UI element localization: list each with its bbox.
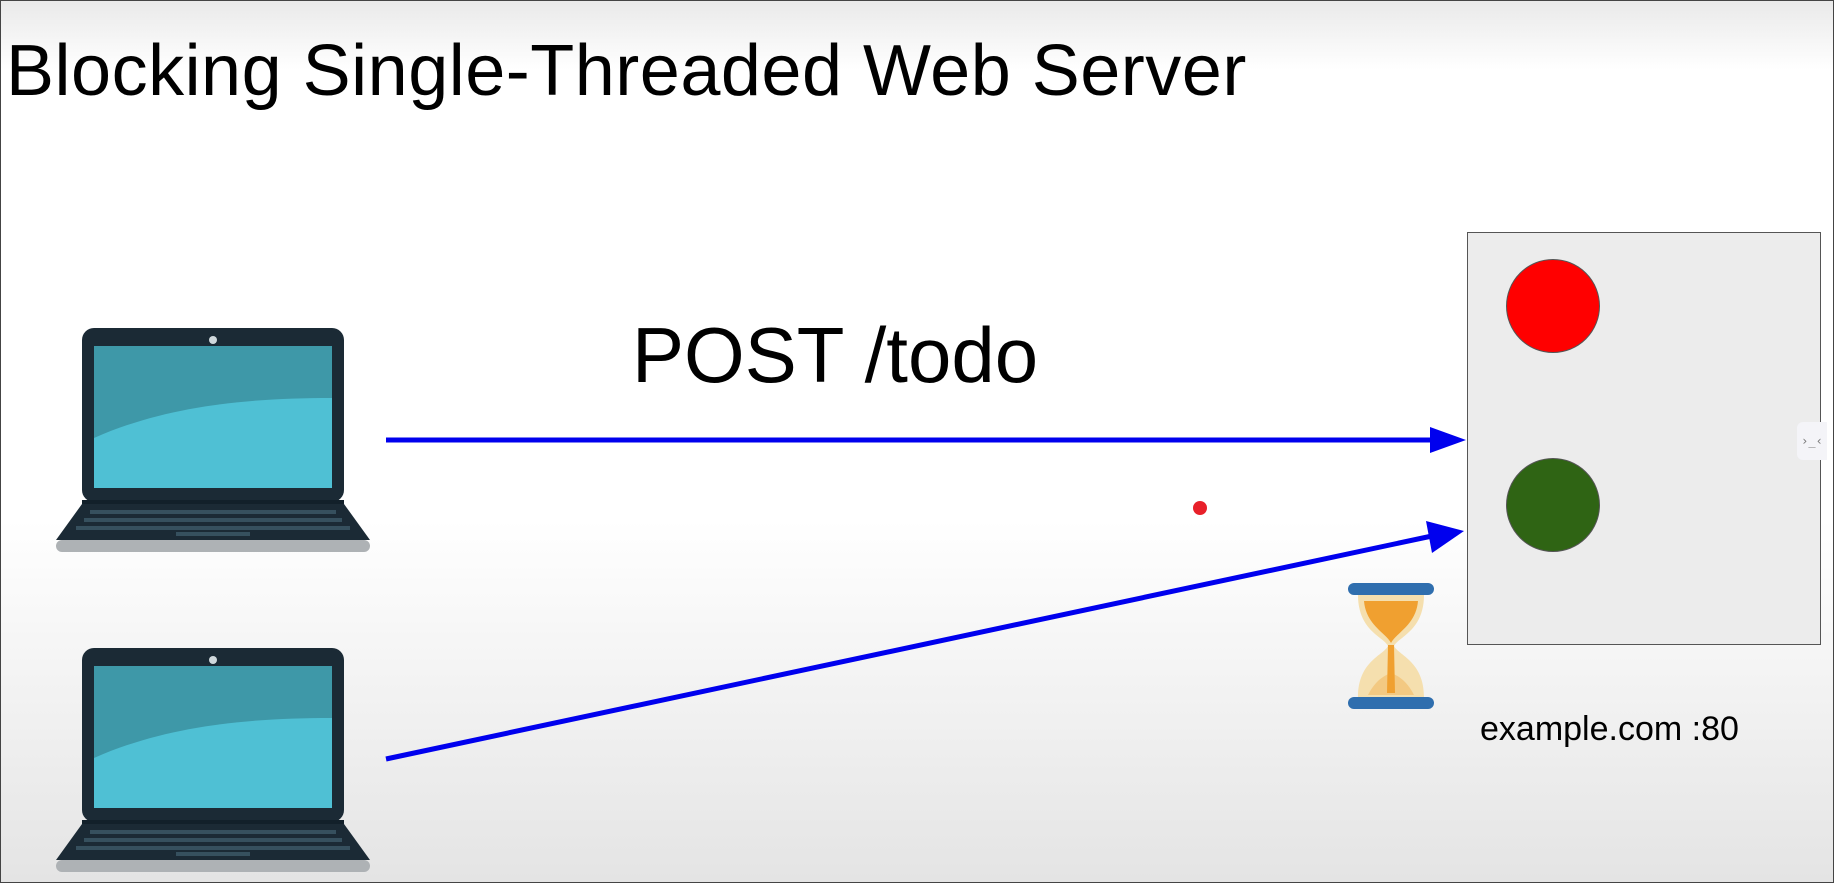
red-light xyxy=(1506,259,1600,353)
client-laptop-1 xyxy=(56,328,370,559)
hourglass-icon xyxy=(1348,583,1434,709)
request-label: POST /todo xyxy=(632,311,1039,399)
server-box xyxy=(1467,232,1821,645)
request-arrow xyxy=(386,427,1466,453)
laptop-icon xyxy=(56,328,370,552)
client-laptop-2 xyxy=(56,648,370,879)
server-label: example.com :80 xyxy=(1480,710,1739,748)
laptop-icon xyxy=(56,648,370,872)
green-light xyxy=(1506,458,1600,552)
blocked-request-arrow xyxy=(385,521,1464,762)
pointer-dot xyxy=(1193,501,1207,515)
side-panel-handle[interactable]: ›_‹ xyxy=(1797,422,1827,460)
slide-title: Blocking Single-Threaded Web Server xyxy=(6,31,1247,111)
